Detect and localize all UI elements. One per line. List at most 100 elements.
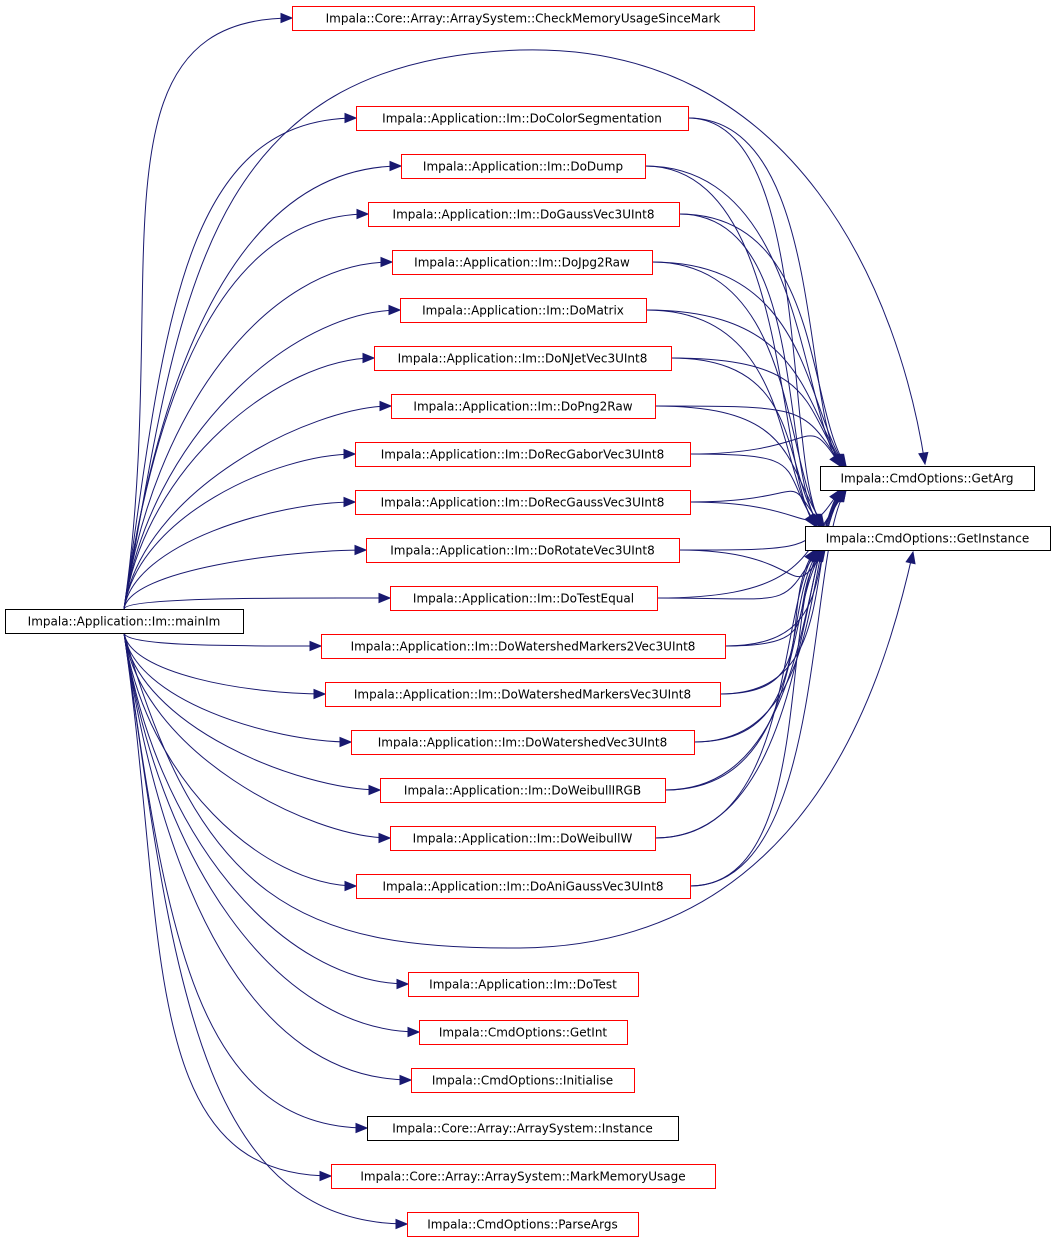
node-DoRecGauss[interactable]: Impala::Application::Im::DoRecGaussVec3U… — [355, 490, 691, 515]
node-box — [392, 250, 653, 275]
node-ParseArgs[interactable]: Impala::CmdOptions::ParseArgs — [407, 1212, 639, 1237]
edge-DoAniGauss-to-GetInstance — [689, 548, 821, 887]
node-label: Impala::Application::Im::DoGaussVec3UInt… — [393, 208, 655, 222]
node-box — [374, 346, 672, 371]
arrow-head — [905, 550, 916, 565]
node-box — [292, 6, 755, 31]
node-DoColorSeg[interactable]: Impala::Application::Im::DoColorSegmenta… — [356, 106, 689, 131]
node-box — [366, 538, 680, 563]
node-label: Impala::Application::Im::DoJpg2Raw — [414, 256, 630, 270]
edge-line — [123, 632, 332, 1177]
node-DoDump[interactable]: Impala::Application::Im::DoDump — [401, 154, 646, 179]
node-box — [331, 1164, 716, 1189]
arrow-head — [835, 488, 847, 503]
edge-DoGauss-to-GetInstance — [678, 213, 820, 528]
edge-line — [689, 549, 821, 887]
edge-DoNJet-to-GetInstance — [670, 357, 821, 528]
node-label: Impala::Application::Im::DoRotateVec3UIn… — [390, 544, 654, 558]
edge-line — [123, 597, 391, 610]
edge-mainIm-to-DoJpg2Raw — [123, 256, 394, 610]
edge-mainIm-to-DoWeibullW — [123, 632, 392, 844]
edge-line — [123, 632, 408, 1225]
arrow-head — [918, 451, 929, 466]
node-label: Impala::Application::Im::DoWeibullIRGB — [404, 784, 641, 798]
node-DoGauss[interactable]: Impala::Application::Im::DoGaussVec3UInt… — [368, 202, 680, 227]
edge-mainIm-to-DoRecGauss — [123, 496, 357, 610]
edge-mainIm-to-CheckMem — [123, 12, 294, 610]
edge-line — [689, 490, 822, 527]
edge-line — [123, 501, 356, 610]
node-MarkMem[interactable]: Impala::Core::Array::ArraySystem::MarkMe… — [331, 1164, 716, 1189]
node-label: Impala::Application::Im::DoDump — [423, 160, 623, 174]
edge-mainIm-to-MarkMem — [123, 632, 333, 1182]
arrow-head — [343, 448, 357, 460]
node-box — [805, 526, 1051, 551]
node-GetArg[interactable]: Impala::CmdOptions::GetArg — [820, 466, 1035, 491]
node-DoRecGabor[interactable]: Impala::Application::Im::DoRecGaborVec3U… — [355, 442, 691, 467]
node-DoAniGauss[interactable]: Impala::Application::Im::DoAniGaussVec3U… — [356, 874, 691, 899]
edge-line — [689, 435, 842, 467]
node-mainIm[interactable]: Impala::Application::Im::mainIm — [5, 609, 244, 634]
node-box — [5, 609, 244, 634]
node-DoMatrix[interactable]: Impala::Application::Im::DoMatrix — [400, 298, 647, 323]
nodes-layer: Impala::Application::Im::mainImImpala::C… — [5, 6, 1051, 1237]
edge-line — [123, 632, 420, 1033]
node-label: Impala::Application::Im::DoWatershedMark… — [354, 688, 691, 702]
edge-mainIm-to-GetArg — [123, 49, 929, 610]
node-DoWM2[interactable]: Impala::Application::Im::DoWatershedMark… — [321, 634, 726, 659]
edge-line — [123, 261, 393, 610]
edge-line — [123, 632, 381, 791]
edge-line — [689, 489, 841, 521]
node-DoPng2Raw[interactable]: Impala::Application::Im::DoPng2Raw — [391, 394, 656, 419]
node-GetInt[interactable]: Impala::CmdOptions::GetInt — [419, 1020, 628, 1045]
arrow-head — [830, 453, 842, 468]
arrow-head — [309, 640, 323, 652]
edge-line — [678, 213, 847, 467]
node-box — [390, 586, 658, 611]
node-Instance[interactable]: Impala::Core::Array::ArraySystem::Instan… — [367, 1116, 679, 1141]
node-box — [367, 1116, 679, 1141]
node-label: Impala::Application::Im::DoWeibullW — [413, 832, 633, 846]
node-DoWeibullW[interactable]: Impala::Application::Im::DoWeibullW — [390, 826, 656, 851]
edge-mainIm-to-DoTest — [123, 632, 410, 990]
edge-mainIm-to-GetInt — [123, 632, 421, 1038]
arrow-head — [378, 592, 392, 604]
arrow-head — [809, 548, 821, 563]
node-DoTestEqual[interactable]: Impala::Application::Im::DoTestEqual — [390, 586, 658, 611]
node-label: Impala::CmdOptions::GetInt — [439, 1026, 608, 1040]
edge-line — [689, 453, 818, 527]
node-DoWeibullIRGB[interactable]: Impala::Application::Im::DoWeibullIRGB — [380, 778, 666, 803]
node-box — [419, 1020, 628, 1045]
node-DoRotate[interactable]: Impala::Application::Im::DoRotateVec3UIn… — [366, 538, 680, 563]
node-box — [820, 466, 1035, 491]
node-box — [321, 634, 726, 659]
node-DoWM[interactable]: Impala::Application::Im::DoWatershedMark… — [325, 682, 721, 707]
node-label: Impala::Application::Im::DoNJetVec3UInt8 — [398, 352, 648, 366]
edge-line — [123, 49, 926, 610]
edge-line — [123, 632, 409, 985]
node-label: Impala::Application::Im::DoMatrix — [422, 304, 624, 318]
arrow-head — [388, 304, 402, 316]
node-DoWS[interactable]: Impala::Application::Im::DoWatershedVec3… — [351, 730, 695, 755]
edge-line — [693, 549, 820, 743]
node-DoJpg2Raw[interactable]: Impala::Application::Im::DoJpg2Raw — [392, 250, 653, 275]
node-label: Impala::Application::Im::DoRecGaborVec3U… — [381, 448, 665, 462]
node-label: Impala::Application::Im::mainIm — [28, 615, 221, 629]
arrow-head — [313, 688, 327, 700]
node-box — [408, 972, 639, 997]
edge-mainIm-to-ParseArgs — [123, 632, 409, 1230]
arrow-head — [344, 880, 358, 892]
node-label: Impala::Application::Im::DoTestEqual — [413, 592, 634, 606]
edge-line — [719, 489, 844, 695]
edge-mainIm-to-DoPng2Raw — [123, 400, 393, 610]
arrow-head — [379, 400, 393, 412]
node-Initialise[interactable]: Impala::CmdOptions::Initialise — [411, 1068, 635, 1093]
edge-mainIm-to-Initialise — [123, 632, 413, 1086]
node-box — [380, 778, 666, 803]
node-label: Impala::Core::Array::ArraySystem::Instan… — [392, 1122, 653, 1136]
node-DoNJet[interactable]: Impala::Application::Im::DoNJetVec3UInt8 — [374, 346, 672, 371]
node-DoTest[interactable]: Impala::Application::Im::DoTest — [408, 972, 639, 997]
node-CheckMem[interactable]: Impala::Core::Array::ArraySystem::CheckM… — [292, 6, 755, 31]
node-GetInstance[interactable]: Impala::CmdOptions::GetInstance — [805, 526, 1051, 551]
edge-line — [123, 632, 391, 839]
